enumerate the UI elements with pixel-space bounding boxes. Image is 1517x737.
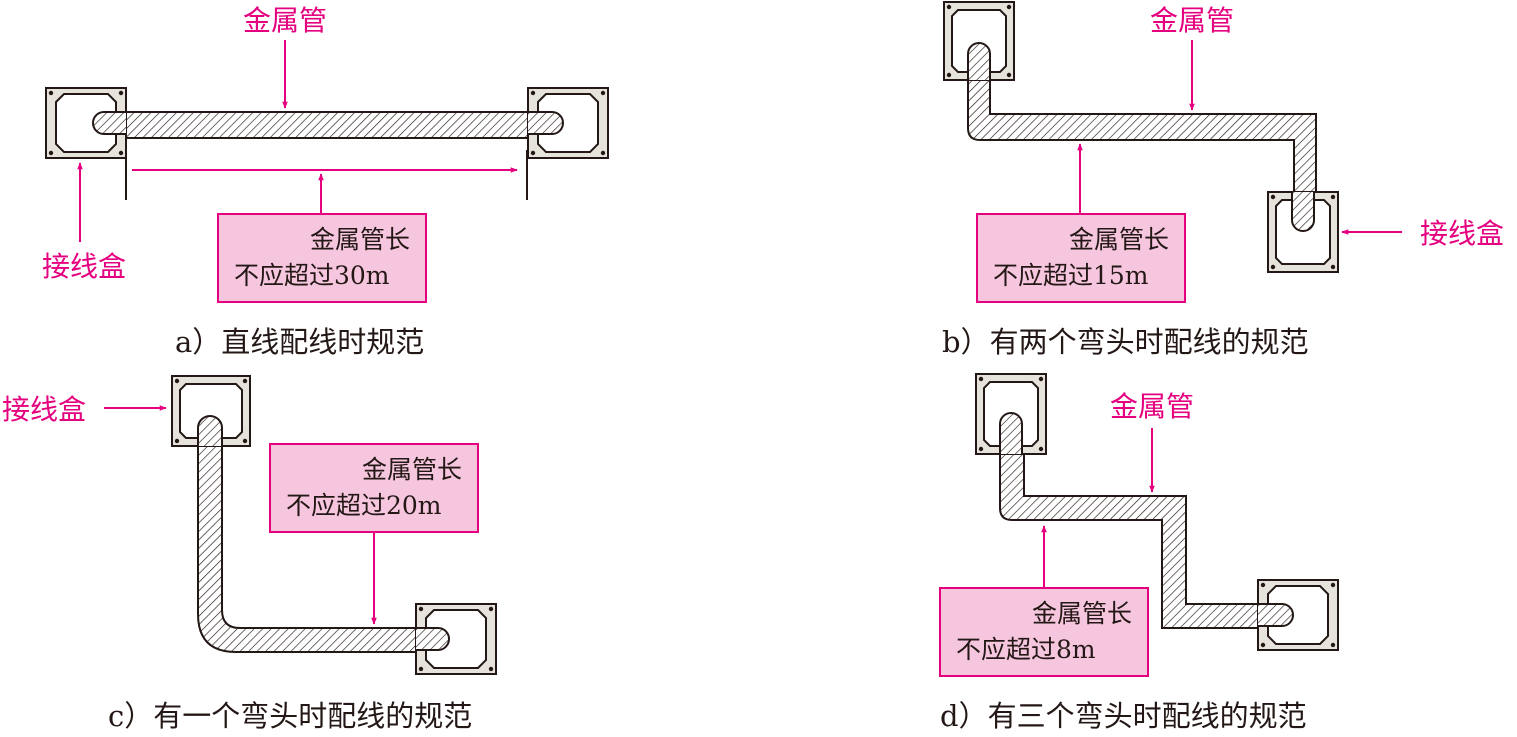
junction-box-right: [415, 603, 497, 675]
box-label: 接线盒: [2, 393, 86, 426]
note-line-1: 金属管长: [1069, 225, 1169, 254]
panel-a: 金属管长 不应超过30m 金属管 接线盒 a）直线配线时规范: [42, 4, 609, 359]
note-line-1: 金属管长: [310, 225, 410, 254]
metal-pipe: [967, 67, 1317, 195]
panel-b: 金属管长 不应超过15m 金属管 接线盒 b）有两个弯头时配线的规范: [942, 1, 1504, 359]
junction-box-right: [1257, 579, 1339, 651]
box-label: 接线盒: [1420, 217, 1504, 250]
note-line-2: 不应超过30m: [234, 261, 390, 290]
caption: a）直线配线时规范: [175, 325, 424, 359]
caption: b）有两个弯头时配线的规范: [942, 325, 1309, 359]
metal-pipe: [999, 445, 1263, 629]
note-line-1: 金属管长: [362, 455, 462, 484]
box-label: 接线盒: [42, 250, 126, 283]
note-line-2: 不应超过15m: [993, 261, 1149, 290]
length-note-box: [976, 213, 1186, 303]
length-note-box: [217, 213, 427, 303]
length-note-box: [939, 587, 1149, 677]
note-line-2: 不应超过8m: [956, 635, 1096, 664]
pipe-label: 金属管: [1110, 390, 1194, 423]
caption: c）有一个弯头时配线的规范: [108, 699, 472, 732]
junction-box-top: [171, 375, 251, 447]
junction-box-left: [45, 87, 127, 159]
note-line-2: 不应超过20m: [286, 491, 442, 520]
junction-box-bottom: [1267, 191, 1339, 273]
junction-box-top: [975, 373, 1047, 455]
caption: d）有三个弯头时配线的规范: [940, 699, 1307, 732]
junction-box-right: [527, 87, 609, 159]
panel-c: 金属管长 不应超过20m 接线盒 c）有一个弯头时配线的规范: [2, 375, 497, 733]
metal-pipe: [107, 111, 541, 139]
panel-d: 金属管长 不应超过8m 金属管 d）有三个弯头时配线的规范: [939, 373, 1339, 733]
note-line-1: 金属管长: [1032, 599, 1132, 628]
pipe-label: 金属管: [1150, 4, 1234, 37]
junction-box-top: [943, 1, 1015, 81]
pipe-label: 金属管: [243, 4, 327, 37]
length-note-box: [269, 443, 479, 533]
